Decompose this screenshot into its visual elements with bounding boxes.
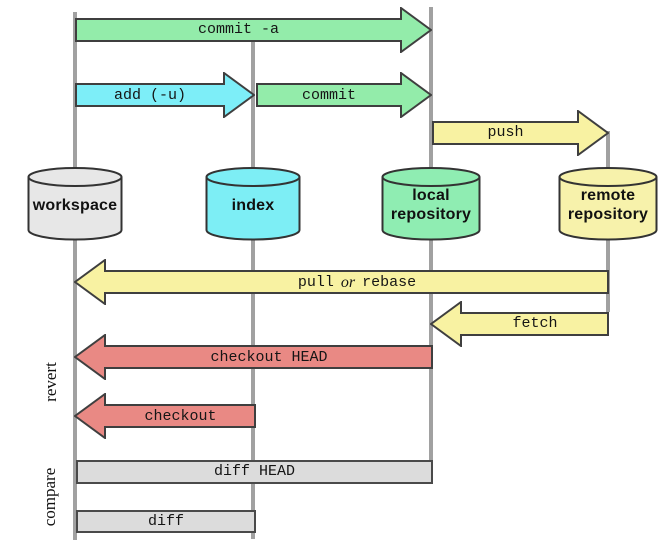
remote-repository-node-label: remote repository bbox=[558, 183, 658, 227]
local-text-line2: repository bbox=[390, 206, 472, 223]
add-u-arrow bbox=[75, 72, 255, 118]
checkout-label: checkout bbox=[144, 408, 217, 425]
remote-repository-cylinder bbox=[558, 167, 658, 241]
commit-label: commit bbox=[301, 87, 356, 104]
remote-text-line2: repository bbox=[567, 206, 649, 223]
compare-section-label: compare bbox=[40, 467, 59, 527]
push-label: push bbox=[487, 124, 524, 141]
commit-a-label: commit -a bbox=[197, 21, 279, 38]
index-node-label: index bbox=[205, 183, 301, 227]
checkout-arrow bbox=[74, 393, 256, 439]
fetch-arrow bbox=[430, 301, 609, 347]
workspace-line bbox=[73, 12, 77, 540]
workspace-cylinder bbox=[27, 167, 123, 241]
diff-head-bar: diff HEAD bbox=[76, 460, 433, 484]
rebase-word: rebase bbox=[362, 274, 417, 291]
or-word: or bbox=[340, 274, 356, 291]
workspace-node-label: workspace bbox=[27, 183, 123, 227]
commit-arrow bbox=[256, 72, 432, 118]
index-text: index bbox=[231, 196, 275, 214]
add-u-label: add (-u) bbox=[113, 87, 186, 104]
local-repository-cylinder bbox=[381, 167, 481, 241]
local-repository-node-label: local repository bbox=[381, 183, 481, 227]
workspace-text: workspace bbox=[32, 196, 118, 214]
pull-or-rebase-arrow bbox=[74, 259, 609, 305]
local-text-line1: local bbox=[412, 187, 450, 204]
commit-a-arrow bbox=[75, 7, 432, 53]
diff-bar: diff bbox=[76, 510, 256, 533]
index-cylinder bbox=[205, 167, 301, 241]
pull-word: pull bbox=[297, 274, 334, 291]
revert-section-label: revert bbox=[41, 362, 60, 402]
fetch-label: fetch bbox=[512, 315, 558, 332]
checkout-head-label: checkout HEAD bbox=[210, 349, 328, 366]
checkout-head-arrow bbox=[74, 334, 433, 380]
push-arrow bbox=[432, 110, 609, 156]
remote-text-line1: remote bbox=[580, 187, 636, 204]
